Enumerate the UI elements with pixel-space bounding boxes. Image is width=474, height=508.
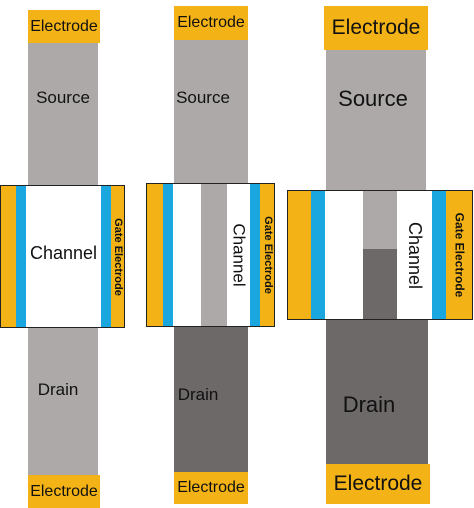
top-electrode-label: Electrode [331,16,421,39]
dielectric-left [16,186,26,327]
bottom-electrode-label: Electrode [333,472,423,495]
channel-right-region [227,184,250,326]
dielectric-right [101,186,111,327]
drain-extension [363,249,397,319]
dielectric-right [432,191,446,319]
drain-region [174,327,248,472]
channel-label: Channel [405,221,425,289]
source-extension [201,184,227,326]
dielectric-left [311,191,325,319]
top-electrode-label: Electrode [177,14,245,31]
dielectric-left [163,184,173,326]
top-electrode-label: Electrode [30,17,98,35]
drain-label: Drain [37,380,79,399]
bottom-electrode [174,472,248,504]
channel-label: Channel [229,223,249,287]
gate-electrode-label: Gate Electrode [452,212,467,298]
bottom-electrode-label: Electrode [30,482,98,500]
drain-region [28,328,98,475]
gate-electrode-label: Gate Electrode [112,217,125,296]
source-region [326,50,426,192]
source-region [28,43,98,187]
top-electrode [174,6,248,40]
dielectric-right [250,184,260,326]
channel-left-region [325,191,363,319]
channel-label: Channel [29,242,98,263]
bottom-electrode-label: Electrode [177,479,245,496]
bottom-electrode [28,475,100,508]
source-label: Source [36,88,90,107]
channel-left-region [173,184,201,326]
drain-region [326,320,428,464]
bottom-electrode [326,464,430,504]
drain-label: Drain [177,385,219,404]
source-region [174,40,248,185]
gate-electrode-label: Gate Electrode [261,216,274,294]
top-electrode [28,10,100,43]
top-electrode [324,6,428,50]
channel-region [26,186,101,327]
source-label: Source [176,88,230,107]
channel-right-region [397,191,432,319]
drain-label: Drain [342,392,396,417]
source-label: Source [338,86,408,111]
source-extension [363,191,397,249]
